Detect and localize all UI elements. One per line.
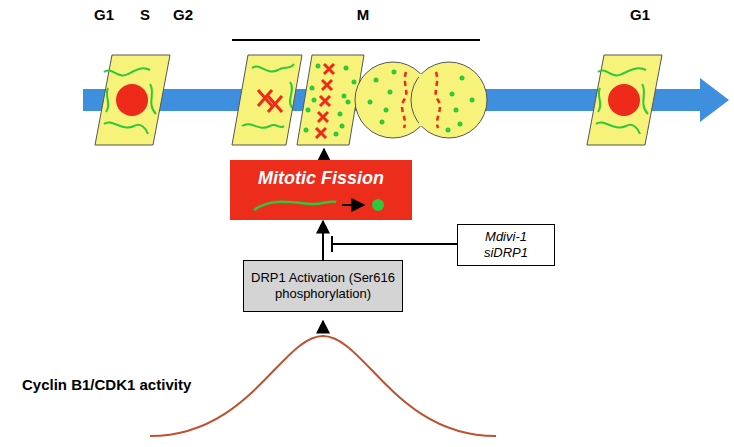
link-arrow	[322, 321, 324, 333]
g1-cell	[587, 55, 662, 145]
node-text: DRP1 Activation (Ser616 phosphorylation)	[250, 270, 396, 301]
inhibitor-line	[332, 243, 457, 245]
axis-label: Cyclin B1/CDK1 activity	[22, 376, 191, 393]
link-arrow	[323, 149, 325, 159]
inhibitor-bar	[331, 236, 333, 252]
node-text: Mdivi-1 siDRP1	[466, 229, 546, 260]
prophase-cell	[232, 55, 302, 145]
fission-glyph	[230, 192, 412, 218]
inhibitor-box: Mdivi-1 siDRP1	[457, 224, 555, 266]
phase-label: S	[140, 6, 150, 23]
phase-label: G1	[94, 6, 114, 23]
activity-curve	[150, 336, 496, 436]
telophase-cell	[355, 62, 487, 138]
phase-label: M	[357, 6, 370, 23]
mitosis-bar	[232, 39, 480, 41]
metaphase-cell	[297, 55, 364, 145]
phase-label: G2	[173, 6, 193, 23]
interphase-cell	[95, 55, 170, 145]
activation-box: DRP1 Activation (Ser616 phosphorylation)	[243, 260, 403, 312]
node-text: Mitotic Fission	[258, 168, 384, 190]
phase-label: G1	[630, 6, 650, 23]
activation-arrow	[322, 221, 324, 260]
process-box: Mitotic Fission	[230, 160, 412, 220]
